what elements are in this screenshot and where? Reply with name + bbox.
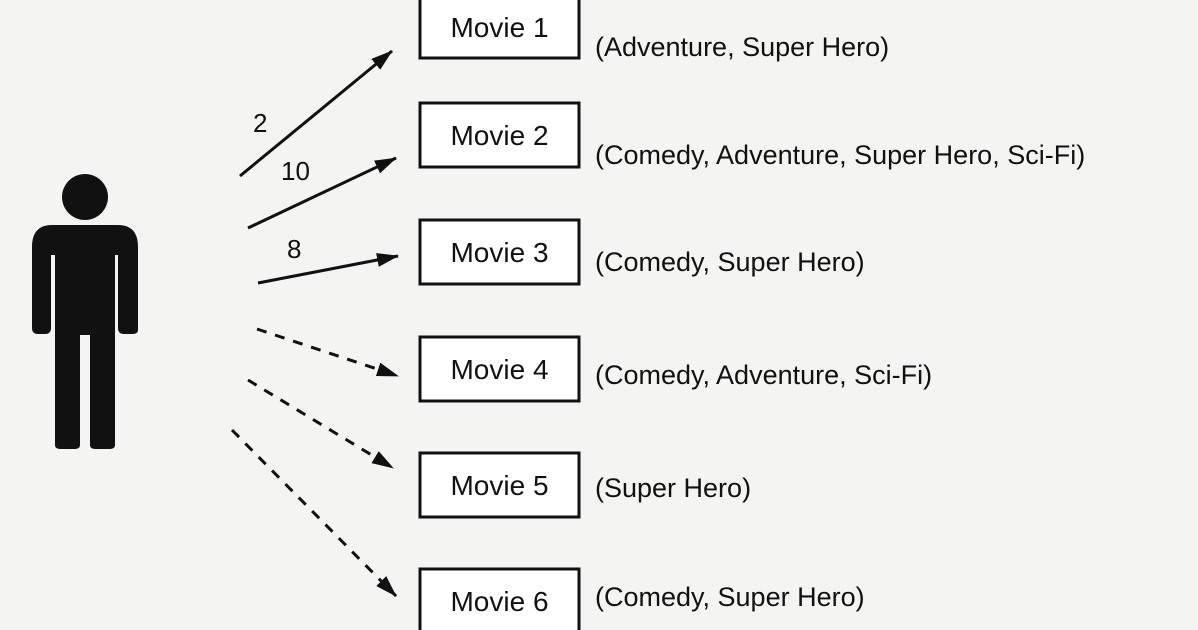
- unrated-links: [230, 327, 399, 598]
- movie-title: Movie 2: [450, 120, 548, 151]
- rating-arrow-movie-2: [247, 156, 397, 230]
- rating-label-movie-3: 8: [287, 234, 301, 264]
- rated-links: [239, 49, 399, 285]
- recommend-arrow-movie-6: [230, 428, 398, 598]
- movie-box: [418, 567, 581, 630]
- rating-labels: 2 10 8: [253, 108, 310, 264]
- movie-box: [418, 218, 581, 286]
- movie-genres: (Adventure, Super Hero): [595, 32, 889, 62]
- movie-node-2: Movie 2: [418, 101, 581, 169]
- person-icon: [32, 174, 138, 449]
- movie-genres: (Comedy, Adventure, Super Hero, Sci-Fi): [595, 140, 1085, 170]
- recommend-arrow-movie-4: [256, 327, 399, 378]
- movie-node-3: Movie 3: [418, 218, 581, 286]
- recommend-arrow-movie-5: [247, 378, 394, 470]
- movie-box: [418, 335, 581, 403]
- rating-arrow-movie-1: [239, 49, 393, 178]
- movie-node-6: Movie 6: [418, 567, 581, 630]
- movie-genres: (Comedy, Adventure, Sci-Fi): [595, 360, 932, 390]
- movie-genres: (Super Hero): [595, 473, 751, 503]
- genre-labels: (Adventure, Super Hero) (Comedy, Adventu…: [595, 32, 1085, 612]
- movie-node-1: Movie 1: [418, 0, 581, 60]
- movie-box: [418, 0, 581, 60]
- movie-node-4: Movie 4: [418, 335, 581, 403]
- rating-label-movie-2: 10: [281, 156, 310, 186]
- movie-nodes: Movie 1 Movie 2 Movie 3 Movie 4 Movie 5 …: [418, 0, 581, 630]
- movie-box: [418, 451, 581, 519]
- movie-box: [418, 101, 581, 169]
- movie-genres: (Comedy, Super Hero): [595, 247, 865, 277]
- movie-node-5: Movie 5: [418, 451, 581, 519]
- rating-arrow-movie-3: [257, 253, 399, 285]
- movie-title: Movie 4: [450, 354, 548, 385]
- rating-label-movie-1: 2: [253, 108, 267, 138]
- movie-title: Movie 1: [450, 12, 548, 43]
- movie-genres: (Comedy, Super Hero): [595, 582, 865, 612]
- movie-title: Movie 3: [450, 237, 548, 268]
- movie-title: Movie 6: [450, 586, 548, 617]
- movie-title: Movie 5: [450, 470, 548, 501]
